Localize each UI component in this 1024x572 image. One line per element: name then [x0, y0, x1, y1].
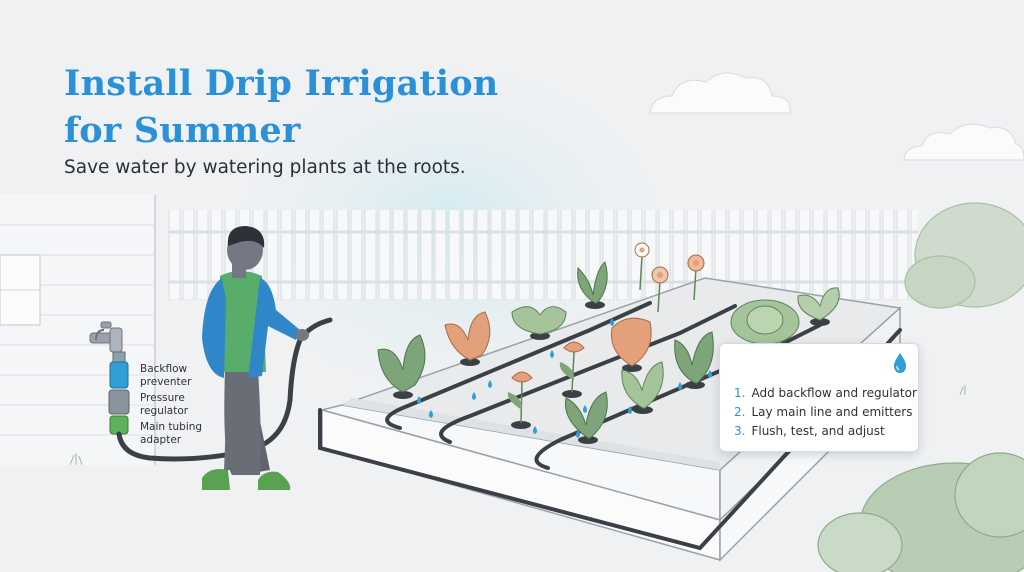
fence	[168, 210, 918, 305]
house-wall	[0, 195, 156, 465]
cloud	[903, 123, 1024, 161]
steps-list: 1.Add backflow and regulator 2.Lay main …	[734, 384, 917, 441]
bush	[817, 452, 1024, 572]
plant	[511, 306, 567, 340]
flower	[507, 371, 533, 429]
plant	[797, 287, 840, 326]
tubing-adapter	[109, 415, 129, 435]
step-item: 2.Lay main line and emitters	[734, 405, 913, 419]
bush	[904, 202, 1024, 309]
plant	[674, 331, 714, 389]
page-title: Install Drip Irrigation for Summer	[64, 60, 498, 154]
title-line-2: for Summer	[64, 110, 301, 151]
gardener	[202, 226, 309, 490]
plant	[730, 299, 800, 346]
cloud	[649, 72, 791, 114]
pressure-regulator-label: Pressure regulator	[140, 392, 189, 417]
plant	[444, 311, 491, 366]
pressure-regulator	[108, 389, 130, 415]
flower	[634, 242, 650, 291]
step-item: 3.Flush, test, and adjust	[734, 424, 885, 438]
faucet	[89, 321, 123, 353]
page-subtitle: Save water by watering plants at the roo…	[64, 157, 466, 178]
backflow-preventer-label: Backflow preventer	[140, 363, 192, 388]
flower	[559, 341, 585, 398]
fitting-stack	[108, 351, 130, 435]
title-line-1: Install Drip Irrigation	[64, 63, 499, 104]
plant	[621, 361, 664, 414]
flower	[687, 254, 705, 301]
plant	[377, 334, 426, 399]
plant	[577, 261, 608, 309]
tubing-adapter-label: Main tubing adapter	[140, 421, 203, 446]
water-drop-icon	[893, 353, 907, 373]
plant	[610, 317, 652, 372]
step-item: 1.Add backflow and regulator	[734, 386, 917, 400]
flower	[651, 266, 669, 313]
steps-card: 1.Add backflow and regulator 2.Lay main …	[719, 343, 919, 452]
backflow-preventer	[109, 361, 129, 389]
plant	[564, 391, 608, 444]
